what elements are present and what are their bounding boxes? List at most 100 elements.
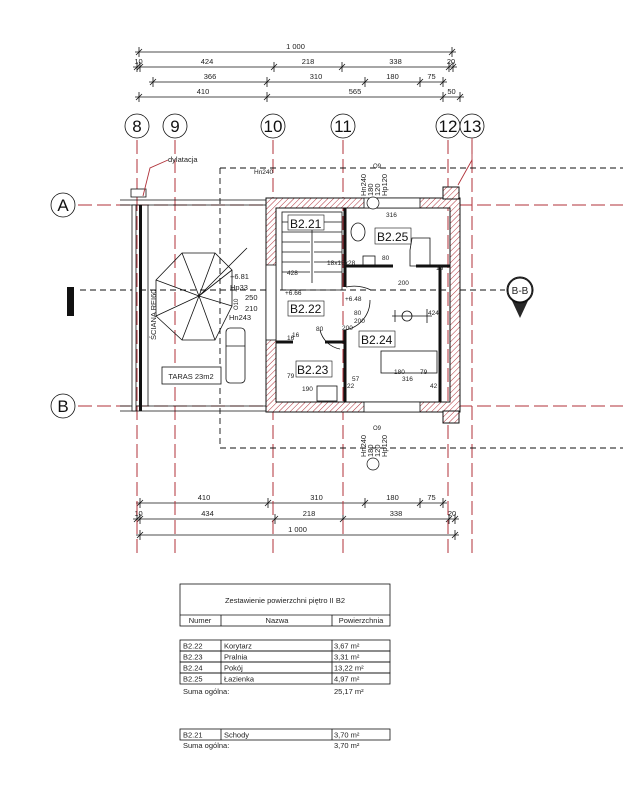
- dimension-label: 75: [427, 493, 435, 502]
- dimension-label: 50: [447, 87, 455, 96]
- dimension-annotation: 200: [398, 280, 409, 287]
- dimension-label: 10: [134, 57, 142, 66]
- dimension-annotation: 80: [354, 310, 362, 317]
- window-tags: Hn240180120Hp120O9Hn240180120Hp120O9+6.8…: [229, 164, 389, 471]
- section-label: B-B: [512, 286, 529, 297]
- table-title: Zestawienie powierzchni piętro II B2: [225, 596, 345, 605]
- dimension-annotation: 428: [287, 270, 298, 277]
- dimension-annotation: 16: [436, 265, 444, 272]
- sum-label: Suma ogólna:: [183, 741, 229, 750]
- header-area: Powierzchnia: [339, 616, 384, 625]
- window-tag-text: Hn243: [229, 313, 251, 322]
- window-tag-text: Hn240: [359, 435, 368, 457]
- window-tag-text: Hp120: [380, 174, 389, 196]
- dimension-label: 310: [310, 72, 323, 81]
- cell-name: Schody: [224, 731, 249, 740]
- dimension-annotation: 316: [402, 376, 413, 383]
- dimension-annotation: 200: [342, 325, 353, 332]
- window-tag-text: +6.81: [230, 272, 249, 281]
- section-marker-left: [67, 287, 74, 316]
- axis-label-8: 8: [132, 117, 141, 136]
- window-tag-id: O9: [373, 164, 382, 170]
- dimension-label: 338: [390, 509, 403, 518]
- dimension-annotation: 18x18x28: [327, 260, 356, 267]
- dimension-label: 75: [427, 72, 435, 81]
- axis-label-10: 10: [264, 117, 283, 136]
- cell-name: Pokój: [224, 664, 243, 673]
- dimension-label: 10: [134, 509, 142, 518]
- dilatation-label: dylatacja: [168, 155, 198, 164]
- window-tag-text: 250: [245, 293, 258, 302]
- umbrella-icon: [155, 252, 233, 341]
- dimension-annotation: 42: [430, 383, 438, 390]
- window-top: [363, 197, 421, 209]
- terrace: TARAS 23m2 ŚCIANA REI60 dylatacja: [120, 155, 267, 412]
- washing-machine-icon: [316, 385, 338, 402]
- sink-icon: [362, 255, 376, 267]
- room-label-b2-21: B2.21: [290, 217, 322, 231]
- dimension-label: 20: [448, 509, 456, 518]
- room-label-b2-24: B2.24: [361, 333, 393, 347]
- cell-name: Korytarz: [224, 642, 252, 651]
- dimension-annotation: 79: [420, 369, 428, 376]
- dimension-annotation: 200: [354, 318, 365, 325]
- axis-label-13: 13: [463, 117, 482, 136]
- cell-number: B2.21: [183, 731, 203, 740]
- dimension-annotation: 22: [347, 383, 355, 390]
- dimension-annotation: 80: [316, 326, 324, 333]
- dimension-annotation: +6.66: [285, 290, 302, 297]
- exercise-machine-icon: [392, 309, 432, 323]
- table-row: [179, 728, 391, 741]
- cell-number: B2.24: [183, 664, 203, 673]
- header-number: Numer: [189, 616, 212, 625]
- window-tag-text: Hp33: [230, 283, 248, 292]
- room-label-b2-25: B2.25: [377, 230, 409, 244]
- dimension-annotation: 180: [394, 369, 405, 376]
- dimension-label: 424: [201, 57, 214, 66]
- window-tag-text: Hp120: [380, 435, 389, 457]
- axis-label-B: B: [57, 397, 68, 416]
- dimension-label: 218: [302, 57, 315, 66]
- terrace-label: TARAS 23m2: [168, 372, 213, 381]
- dimension-label: 1 000: [288, 525, 307, 534]
- sunbed-icon: [225, 327, 246, 384]
- section-marker-right: B-B: [506, 276, 534, 318]
- bed-icon: [380, 350, 438, 374]
- dimension-annotation: 424: [428, 310, 439, 317]
- window-tag-text: 120: [373, 183, 382, 196]
- window-tag-id: O10: [234, 298, 240, 310]
- window-tag-text: 180: [366, 183, 375, 196]
- room-label-b2-23: B2.23: [297, 363, 329, 377]
- dimension-label: 410: [198, 493, 211, 502]
- dimension-label: 565: [349, 87, 362, 96]
- cell-area: 3,70 m²: [334, 731, 360, 740]
- window-left: [265, 264, 277, 341]
- header-name: Nazwa: [266, 616, 290, 625]
- cell-number: B2.25: [183, 675, 203, 684]
- dimension-label: 410: [197, 87, 210, 96]
- dimension-annotation: 190: [302, 386, 313, 393]
- cell-number: B2.22: [183, 642, 203, 651]
- cell-name: Łazienka: [224, 675, 255, 684]
- sum-label: Suma ogólna:: [183, 687, 229, 696]
- dimension-annotation: 316: [386, 212, 397, 219]
- dimension-label: 218: [303, 509, 316, 518]
- dimension-annotation: 79: [287, 373, 295, 380]
- table-row: [179, 672, 391, 685]
- area-schedule-table: Zestawienie powierzchni piętro II B2 Num…: [179, 583, 391, 750]
- axis-label-12: 12: [439, 117, 458, 136]
- sum-value: 25,17 m²: [334, 687, 364, 696]
- dimension-annotation: 80: [382, 255, 390, 262]
- axis-label-11: 11: [334, 117, 352, 136]
- dimension-label: 20: [447, 57, 455, 66]
- window-tag-text: 180: [366, 444, 375, 457]
- dimension-annotation: 16: [287, 335, 295, 342]
- dimension-label: 1 000: [286, 42, 305, 51]
- room-labels: B2.21 B2.22 B2.23 B2.24 B2.25: [287, 214, 412, 378]
- roof-outline: [219, 167, 623, 449]
- dimension-label: 180: [386, 493, 399, 502]
- dimension-annotation: +6.48: [345, 296, 362, 303]
